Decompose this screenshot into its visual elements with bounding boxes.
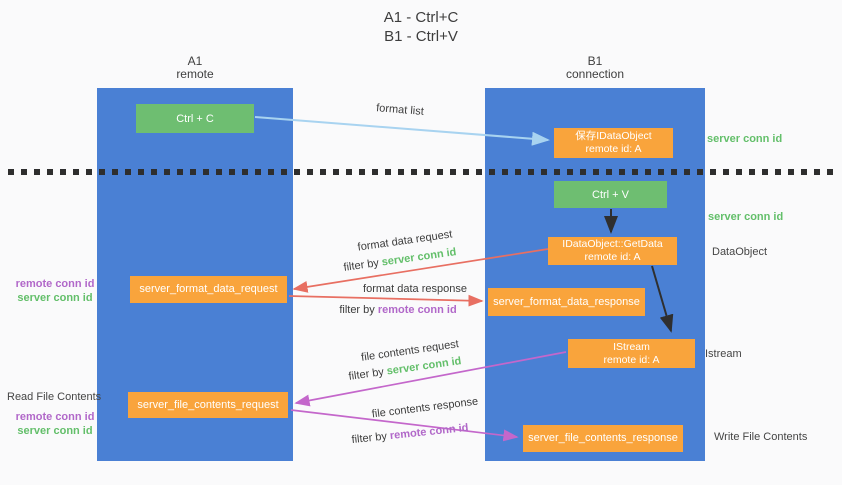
server-conn-id-text: server conn id <box>17 425 93 437</box>
label-istream: Istream <box>705 347 742 361</box>
label-conn-ids-left-1: remote conn id server conn id <box>10 277 100 305</box>
node-save-idataobject-line1: 保存IDataObject <box>575 130 652 142</box>
label-filter-by-remote-conn-1: filter by remote conn id <box>330 304 466 316</box>
dataobject-text: DataObject <box>712 246 768 258</box>
istream-text: Istream <box>705 348 742 360</box>
title-line-1: A1 - Ctrl+C <box>383 9 459 26</box>
file-contents-request-arrow <box>294 351 567 407</box>
node-getdata-line2: remote id: A <box>584 251 641 263</box>
format-data-response-arrow <box>288 294 484 307</box>
node-idataobject-getdata: IDataObject::GetData remote id: A <box>548 237 677 265</box>
format-data-request-arrow <box>292 248 549 293</box>
title-line-2: B1 - Ctrl+V <box>384 28 458 45</box>
node-server-file-contents-response: server_file_contents_response <box>523 425 683 452</box>
read-file-contents-text: Read File Contents <box>7 391 102 403</box>
node-server-file-contents-request-label: server_file_contents_request <box>137 398 279 411</box>
remote-conn-id-text: remote conn id <box>15 411 95 423</box>
node-ctrl-v: Ctrl + V <box>554 181 667 208</box>
server-conn-id-text: server conn id <box>708 211 784 223</box>
write-file-contents-text: Write File Contents <box>714 431 808 443</box>
label-server-conn-id-right-2: server conn id <box>708 210 783 224</box>
node-server-format-data-response: server_format_data_response <box>488 288 645 316</box>
node-server-format-data-request-label: server_format_data_request <box>139 283 278 295</box>
label-conn-ids-left-2: remote conn id server conn id <box>10 410 100 438</box>
filter-by-prefix: filter by <box>339 304 378 316</box>
node-save-idataobject-line2: remote id: A <box>585 143 642 155</box>
node-server-file-contents-response-label: server_file_contents_response <box>528 432 678 444</box>
column-b1-subtitle: connection <box>565 67 625 81</box>
label-write-file-contents: Write File Contents <box>714 430 807 444</box>
getdata-to-istream-arrow <box>651 265 674 333</box>
diagram-title: A1 - Ctrl+C B1 - Ctrl+V <box>0 8 842 46</box>
column-a1-id: A1 <box>187 54 203 68</box>
label-format-data-response: format data response <box>355 283 475 295</box>
remote-conn-id-text: remote conn id <box>15 278 95 290</box>
node-getdata-line1: IDataObject::GetData <box>562 238 663 250</box>
node-server-file-contents-request: server_file_contents_request <box>128 392 288 418</box>
server-conn-id-text: server conn id <box>17 292 93 304</box>
column-a1-subtitle: remote <box>176 67 214 81</box>
label-read-file-contents: Read File Contents <box>7 390 101 404</box>
node-istream-line1: IStream <box>613 340 650 353</box>
label-dataobject: DataObject <box>712 245 767 259</box>
node-server-format-data-request: server_format_data_request <box>130 276 287 303</box>
column-b1-id: B1 <box>587 54 603 68</box>
session-divider-dotted-line <box>8 169 836 175</box>
node-istream-line2: remote id: A <box>603 353 660 366</box>
remote-conn-id-text: remote conn id <box>377 304 457 316</box>
column-header-b1: B1 connection <box>535 55 655 81</box>
format-list-arrow <box>254 116 550 146</box>
node-ctrl-c: Ctrl + C <box>136 104 254 133</box>
label-server-conn-id-right-1: server conn id <box>707 132 782 146</box>
column-header-a1: A1 remote <box>135 55 255 81</box>
node-server-format-data-response-label: server_format_data_response <box>493 295 640 308</box>
node-save-idataobject: 保存IDataObject remote id: A <box>554 128 673 158</box>
node-ctrl-v-label: Ctrl + V <box>592 188 629 201</box>
node-istream: IStream remote id: A <box>568 339 695 368</box>
node-ctrl-c-label: Ctrl + C <box>176 112 214 125</box>
file-contents-response-arrow <box>290 409 519 442</box>
server-conn-id-text: server conn id <box>707 133 783 145</box>
label-format-data-response-text: format data response <box>363 283 467 295</box>
